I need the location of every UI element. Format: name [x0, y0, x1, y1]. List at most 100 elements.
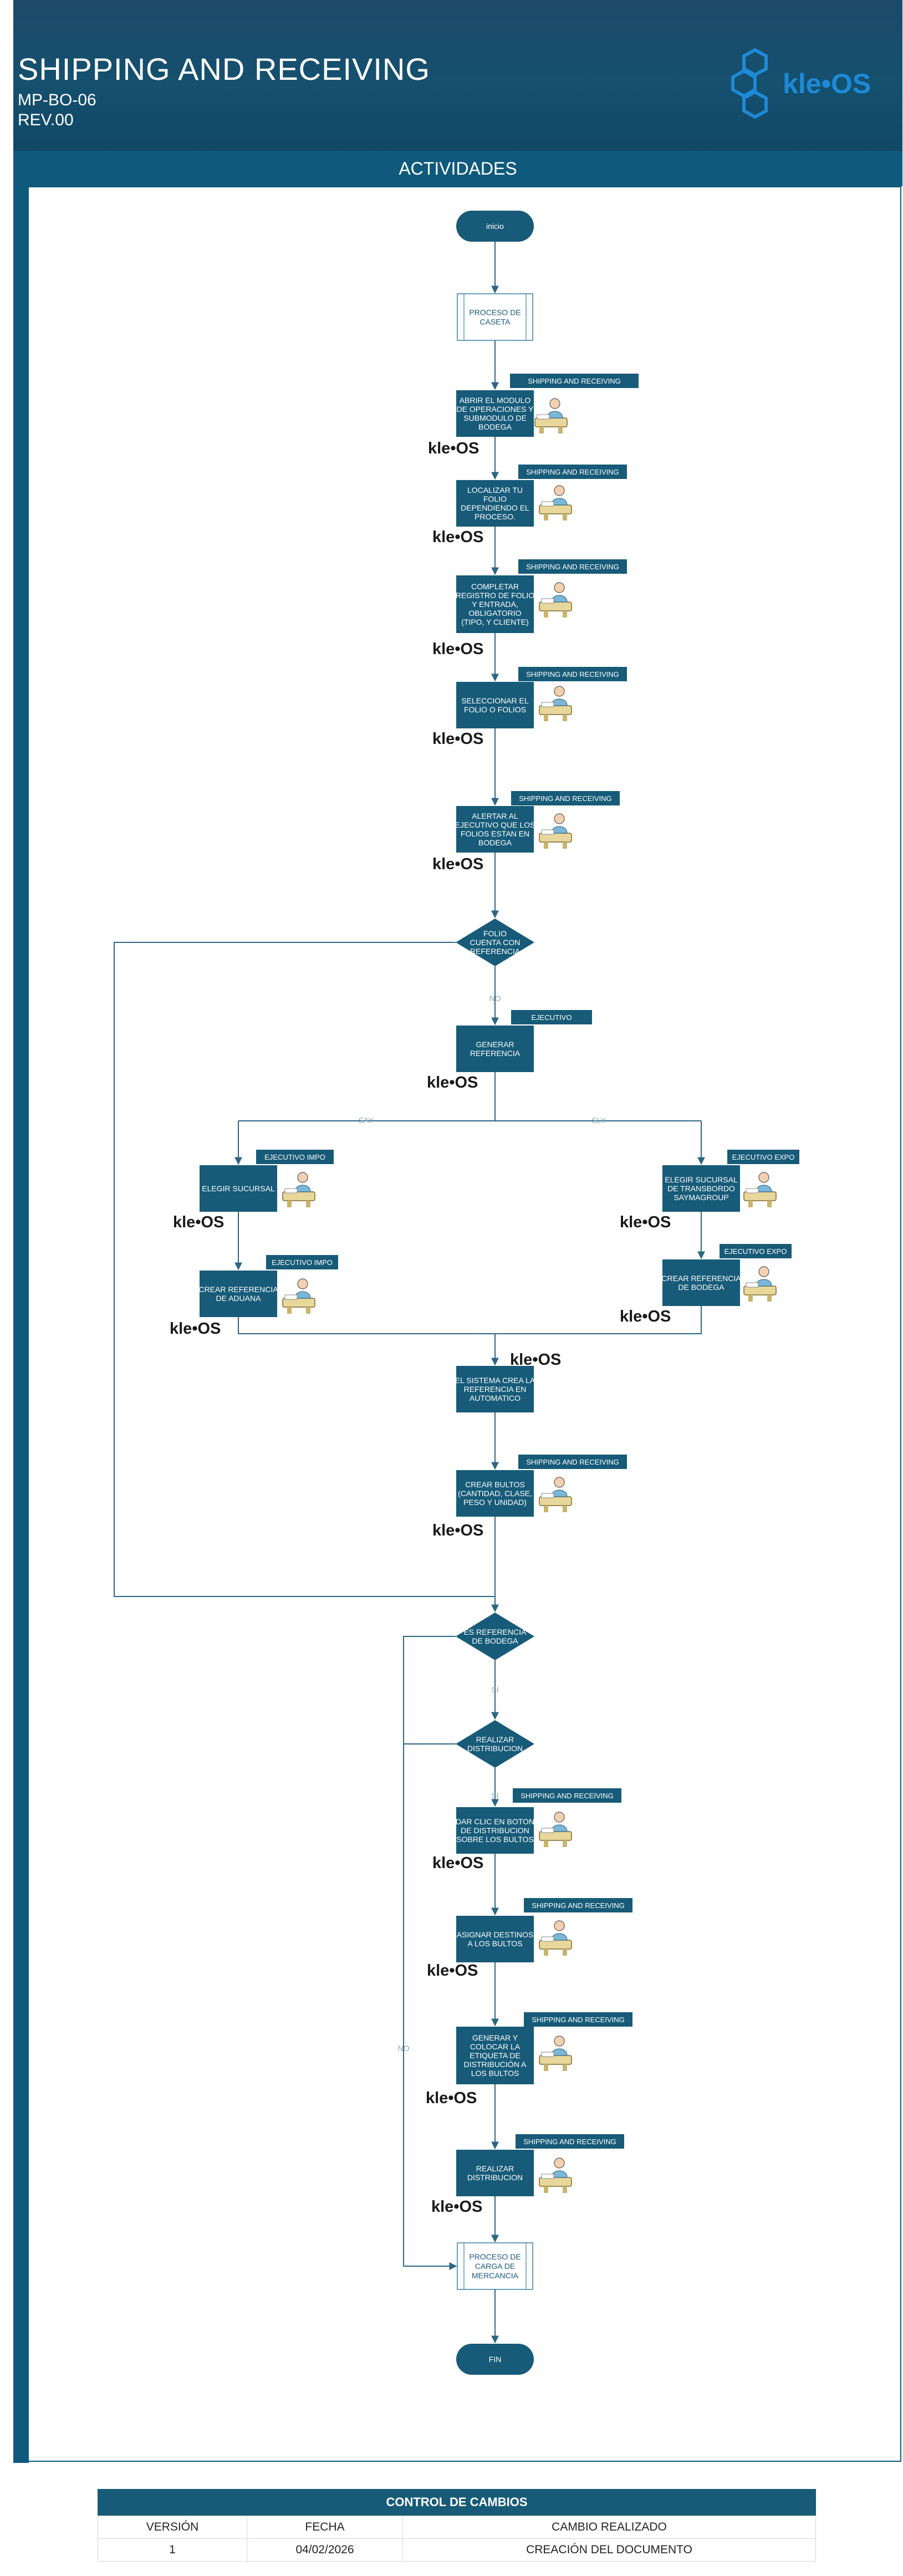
subprocess-shape	[457, 293, 533, 341]
process-shape	[456, 806, 534, 853]
desk-leg	[563, 1506, 567, 1512]
system-label: kle•OS	[427, 1962, 478, 1980]
worker-head	[554, 813, 565, 824]
warehouse-worker-icon	[534, 398, 568, 433]
desk-leg	[563, 2064, 567, 2071]
role-label: SHIPPING AND RECEIVING	[532, 2016, 625, 2024]
desk-leg	[544, 842, 548, 849]
role-tag	[518, 559, 627, 574]
process-shape	[456, 480, 534, 527]
role-tag	[727, 1150, 799, 1164]
desk-leg	[563, 2186, 567, 2193]
role-tag	[524, 1898, 632, 1912]
process-shape	[456, 1026, 534, 1072]
paper-shape	[541, 829, 554, 835]
flow-line	[114, 942, 495, 1597]
system-label: kle•OS	[170, 1320, 221, 1338]
subprocess-shape	[457, 2242, 533, 2290]
desk-leg	[563, 611, 567, 618]
row-date: 04/02/2026	[247, 2538, 403, 2562]
role-tag	[510, 374, 639, 388]
process-shape	[662, 1259, 740, 1306]
desk-leg	[748, 1201, 753, 1207]
process-shape	[200, 1165, 277, 1212]
system-label: kle•OS	[427, 1074, 478, 1091]
desk-leg	[544, 1949, 548, 1956]
paper-shape	[541, 501, 554, 507]
system-label: kle•OS	[428, 440, 479, 457]
desk-leg	[558, 427, 563, 433]
paper-shape	[541, 1936, 554, 1942]
paper-shape	[537, 414, 550, 420]
system-label: kle•OS	[426, 2089, 477, 2107]
worker-head	[554, 1812, 565, 1823]
change-control-table: VERSIÓN FECHA CAMBIO REALIZADO 1 04/02/2…	[98, 2516, 816, 2562]
desk-leg	[767, 1201, 772, 1207]
header-date: FECHA	[247, 2516, 403, 2539]
role-label: SHIPPING AND RECEIVING	[528, 377, 621, 385]
system-label: kle•OS	[432, 528, 483, 546]
process-shape	[456, 1366, 534, 1412]
process-shape	[456, 575, 534, 633]
section-bar: ACTIVIDADES	[13, 151, 902, 186]
desk-leg	[563, 1949, 567, 1956]
row-version: 1	[98, 2538, 247, 2562]
desk-leg	[544, 715, 548, 721]
worker-head	[554, 2036, 565, 2047]
role-label: SHIPPING AND RECEIVING	[526, 670, 619, 679]
process-shape	[662, 1165, 740, 1212]
node-bultos: CREAR BULTOS(CANTIDAD, CLASE,PESO Y UNID…	[432, 1455, 627, 1539]
flow-arrow	[403, 1636, 457, 2270]
system-label: kle•OS	[431, 2198, 482, 2216]
desk-worker-icon	[282, 1172, 315, 1207]
edge-label-no: NO	[398, 2044, 410, 2053]
desk-leg	[767, 1295, 772, 1302]
role-label: SHIPPING AND RECEIVING	[523, 2138, 616, 2146]
role-tag	[511, 791, 620, 805]
role-label: EJECUTIVO IMPO	[272, 1258, 333, 1267]
kleos-logo: kle•OS	[731, 48, 871, 119]
desk-worker-icon	[539, 1812, 572, 1847]
node-fin: FIN	[456, 2344, 534, 2375]
process-shape	[200, 1271, 277, 1317]
role-label: SHIPPING AND RECEIVING	[526, 468, 619, 476]
desk-leg	[544, 2186, 548, 2193]
worker-head	[297, 1172, 308, 1183]
system-label: kle•OS	[173, 1213, 224, 1231]
system-label: kle•OS	[432, 855, 483, 873]
paper-shape	[541, 702, 554, 707]
table-row: 1 04/02/2026 CREACIÓN DEL DOCUMENTO	[98, 2538, 816, 2562]
role-label: EJECUTIVO IMPO	[264, 1153, 325, 1161]
system-label: kle•OS	[432, 1854, 483, 1872]
desk-leg	[287, 1201, 292, 1207]
role-tag	[256, 1150, 334, 1164]
role-label: EJECUTIVO	[532, 1013, 572, 1022]
worker-head	[758, 1266, 769, 1277]
node-label: FIN	[489, 2355, 502, 2364]
desk-leg	[563, 514, 567, 521]
desk-leg	[306, 1307, 310, 1314]
node-label: inicio	[486, 222, 504, 231]
node-label: ELEGIR SUCURSAL	[202, 1184, 275, 1193]
role-tag	[266, 1255, 338, 1269]
